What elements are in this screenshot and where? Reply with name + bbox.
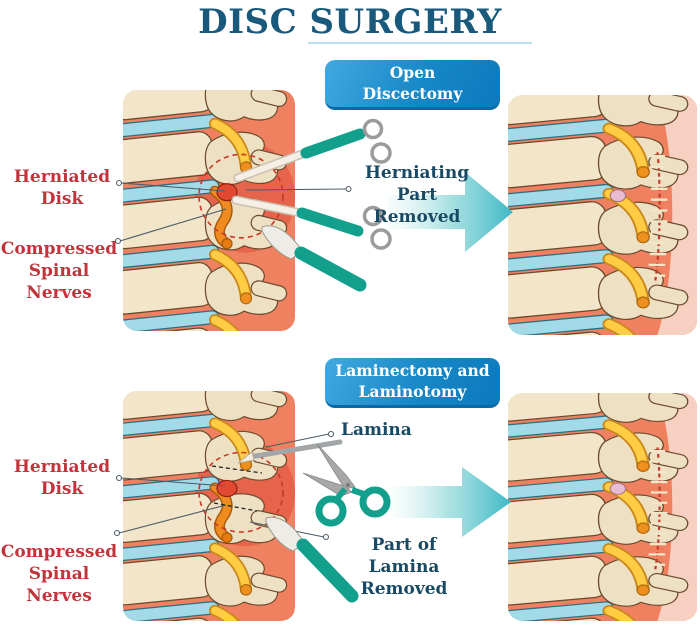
label-line: Disk — [40, 189, 84, 209]
label-line: Part Removed — [373, 185, 461, 227]
label-line: Herniated — [13, 457, 111, 477]
label-lamina: Lamina — [341, 420, 421, 440]
label-line: Herniated — [13, 167, 111, 187]
panel-laminectomy-before — [123, 391, 295, 621]
banner-text-line: Open — [389, 63, 436, 83]
label-line: Removed — [360, 579, 448, 599]
label-line: Part of Lamina — [368, 535, 440, 577]
panel-open-discectomy-after — [508, 95, 697, 335]
scissors-icon — [302, 443, 391, 527]
label-compressed-spinal-nerves-bottom: Compressed Spinal Nerves — [0, 541, 118, 607]
page-title: DISC SURGERY — [198, 2, 502, 42]
label-part-of-lamina-removed: Part of Lamina Removed — [336, 534, 472, 600]
label-line: Disk — [40, 479, 84, 499]
banner-text-line: Laminotomy — [358, 381, 467, 401]
label-line: Herniating — [364, 163, 470, 183]
label-line: Compressed — [0, 239, 118, 259]
title-underline-decoration — [308, 42, 532, 44]
arrow-right-icon — [393, 467, 511, 537]
banner-text-line: Discectomy — [362, 83, 463, 103]
label-herniated-disk-bottom: Herniated Disk — [6, 456, 118, 500]
banner-laminectomy: Laminectomy and Laminotomy — [325, 358, 500, 408]
label-herniating-part-removed: Herniating Part Removed — [352, 162, 482, 228]
panel-open-discectomy-before — [123, 90, 295, 331]
label-herniated-disk-top: Herniated Disk — [6, 166, 118, 210]
label-line: Lamina — [341, 420, 412, 440]
label-line: Spinal Nerves — [26, 564, 92, 606]
label-line: Compressed — [0, 542, 118, 562]
banner-open-discectomy: Open Discectomy — [325, 60, 500, 110]
label-line: Spinal Nerves — [26, 261, 92, 303]
banner-text-line: Laminectomy and — [335, 361, 490, 381]
label-compressed-spinal-nerves-top: Compressed Spinal Nerves — [0, 238, 118, 304]
panel-laminectomy-after — [508, 393, 697, 621]
